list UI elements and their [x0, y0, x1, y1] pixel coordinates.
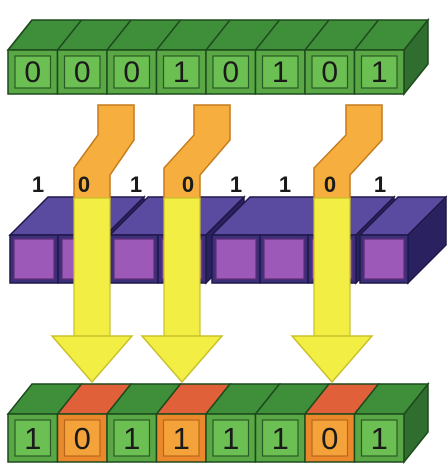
- output-bit-cell: 1: [204, 383, 282, 463]
- output-bit-cell-changed: 1: [154, 383, 232, 463]
- mask-bit-label: 1: [230, 172, 242, 197]
- mask-bit-label: 0: [182, 172, 194, 197]
- input-bit-digit: 1: [173, 56, 190, 89]
- input-bit-cell: 0: [7, 19, 59, 95]
- output-bit-cell-changed: 0: [55, 383, 133, 463]
- output-bit-cell: 1: [105, 383, 183, 463]
- input-bit-cell: 1: [155, 19, 207, 95]
- output-bit-digit: 1: [173, 421, 190, 456]
- output-bit-digit: 0: [321, 421, 338, 456]
- input-bit-digit: 0: [74, 56, 91, 89]
- mask-bit-labels: 1 0 1 0 1 1 0 1: [32, 172, 386, 197]
- mask-bit-cell: [9, 234, 59, 284]
- mask-bit-label: 0: [78, 172, 90, 197]
- input-bit-digit: 0: [123, 56, 140, 89]
- bit-arrow: [140, 104, 231, 384]
- mask-bit-cell: [211, 234, 261, 284]
- output-bit-digit: 1: [123, 421, 140, 456]
- mask-bit-label: 0: [324, 172, 336, 197]
- mask-bit-cell: [109, 234, 159, 284]
- mask-bit-cell: [359, 234, 409, 284]
- input-bit-cell: 0: [304, 19, 356, 95]
- input-bit-digit: 0: [321, 56, 338, 89]
- output-bit-digit: 0: [74, 421, 91, 456]
- mask-bit-label: 1: [374, 172, 386, 197]
- bit-arrow: [50, 104, 135, 384]
- output-bit-digit: 1: [371, 421, 388, 456]
- output-bit-digit: 1: [222, 421, 239, 456]
- input-bit-digit: 1: [272, 56, 289, 89]
- output-bit-cell-changed: 0: [303, 383, 381, 463]
- input-bit-digit: 0: [222, 56, 239, 89]
- input-bit-cell: 0: [56, 19, 108, 95]
- output-bit-digit: 1: [272, 421, 289, 456]
- input-bit-cell: 0: [106, 19, 158, 95]
- input-bit-cell: 0: [205, 19, 257, 95]
- bit-arrow: [290, 104, 383, 384]
- input-bit-digit: 0: [24, 56, 41, 89]
- output-bit-digit: 1: [24, 421, 41, 456]
- mask-bit-label: 1: [32, 172, 44, 197]
- mask-bit-label: 1: [279, 172, 291, 197]
- input-bit-digit: 1: [371, 56, 388, 89]
- input-bit-cell: 1: [353, 19, 405, 95]
- output-bit-cell: 1: [352, 383, 430, 463]
- input-bit-cell: 1: [254, 19, 306, 95]
- bit-arrows: [50, 104, 383, 384]
- mask-bit-label: 1: [130, 172, 142, 197]
- mask-bit-cell: [259, 234, 309, 284]
